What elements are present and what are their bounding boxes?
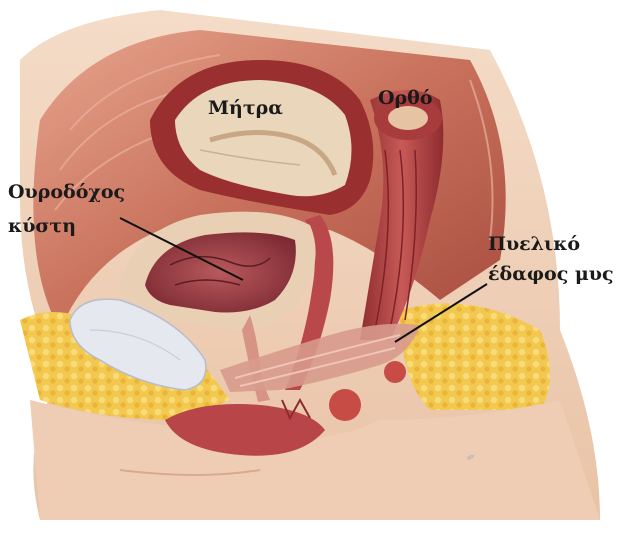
label-bladder-line2: κύστη bbox=[8, 214, 76, 238]
label-bladder-line1: Ουροδόχος bbox=[8, 180, 125, 204]
label-uterus: Μήτρα bbox=[208, 96, 283, 120]
label-pelvic-floor-line2: έδαφος μυς bbox=[488, 262, 614, 286]
label-rectum: Ορθό bbox=[378, 86, 433, 110]
label-pelvic-floor-line1: Πυελικό bbox=[488, 232, 580, 256]
